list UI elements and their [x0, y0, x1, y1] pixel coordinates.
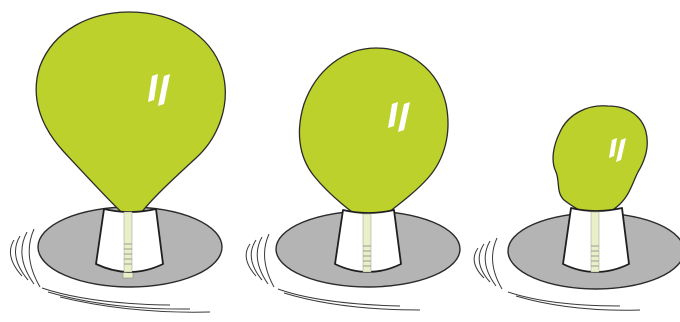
balloon-3	[553, 106, 647, 221]
balloon-1	[36, 12, 225, 221]
stage-2-group	[246, 48, 460, 310]
stage-1-group	[10, 12, 225, 312]
balloon-2	[299, 48, 448, 225]
stage-3-group	[474, 106, 680, 310]
